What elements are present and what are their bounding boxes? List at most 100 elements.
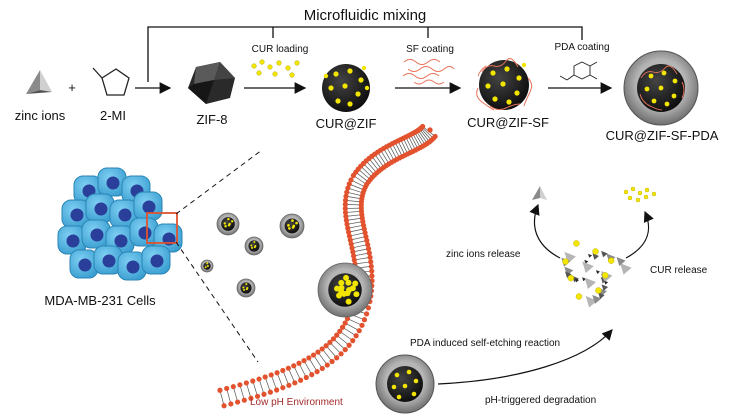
cell-nucleus bbox=[78, 258, 92, 272]
lipid-head bbox=[343, 217, 350, 223]
lipid-tail bbox=[313, 354, 323, 369]
lipid-head bbox=[342, 209, 349, 216]
lipid-tail bbox=[405, 136, 414, 152]
lipid-head bbox=[243, 380, 249, 386]
lipid-head bbox=[224, 385, 230, 392]
curcumin-dot bbox=[206, 265, 209, 267]
lipid-tail bbox=[349, 183, 365, 191]
lipid-tail bbox=[345, 204, 362, 206]
lipid-head bbox=[280, 367, 286, 374]
lipid-tail bbox=[239, 384, 245, 401]
lipid-head bbox=[363, 311, 370, 317]
lipid-tail bbox=[325, 345, 337, 358]
cell-nucleus bbox=[126, 260, 140, 274]
lipid-head bbox=[324, 362, 330, 368]
particle-fragment bbox=[585, 296, 598, 308]
lipid-tail bbox=[397, 140, 406, 156]
cur-release-arrow bbox=[625, 210, 654, 259]
lipid-head bbox=[342, 197, 349, 203]
lipid-head bbox=[339, 324, 346, 330]
lipid-head bbox=[301, 358, 307, 364]
curcumin-dot bbox=[245, 288, 248, 291]
particle-fragment bbox=[575, 278, 580, 283]
lipid-tail bbox=[336, 334, 350, 346]
lipid-head bbox=[356, 328, 362, 334]
lipid-head bbox=[309, 372, 315, 378]
particle-fragment bbox=[592, 294, 602, 304]
lipid-head bbox=[241, 397, 247, 403]
degradation-arrow bbox=[437, 329, 613, 385]
particle-fragment bbox=[616, 257, 626, 267]
particle-fragment bbox=[588, 253, 593, 258]
lipid-head bbox=[346, 342, 352, 348]
lipid-head bbox=[230, 384, 236, 390]
lipid-head bbox=[344, 221, 350, 227]
particle-fragment bbox=[565, 271, 572, 279]
lipid-head bbox=[314, 369, 320, 375]
curcumin-dot bbox=[251, 246, 254, 249]
lipid-head bbox=[217, 387, 223, 393]
cell-nucleus bbox=[142, 200, 156, 214]
lipid-tail bbox=[345, 199, 362, 203]
2mi-label: 2-MI bbox=[100, 108, 126, 123]
curcumin-dot bbox=[338, 284, 345, 291]
lipid-head bbox=[334, 332, 340, 338]
lipid-tail bbox=[345, 211, 362, 213]
lipid-tail bbox=[347, 224, 364, 229]
lipid-tail bbox=[412, 133, 421, 148]
lipid-tail bbox=[349, 232, 366, 237]
lipid-tail bbox=[219, 390, 225, 406]
cur-zif-sf-particle bbox=[476, 58, 533, 111]
lipid-tail bbox=[417, 130, 428, 144]
lipid-head bbox=[235, 399, 241, 405]
lipid-tail bbox=[226, 388, 232, 405]
lipid-head bbox=[348, 241, 354, 247]
lipid-head bbox=[359, 322, 365, 328]
lipid-head bbox=[346, 233, 353, 239]
lipid-tail bbox=[252, 380, 258, 397]
lipid-tail bbox=[346, 217, 363, 221]
released-curcumin-icon bbox=[623, 186, 657, 203]
lipid-head bbox=[315, 349, 321, 355]
lipid-head bbox=[248, 395, 254, 401]
lipid-tail bbox=[345, 214, 362, 217]
lipid-tail bbox=[407, 135, 416, 151]
curcumin-dot bbox=[345, 279, 352, 286]
lipid-head bbox=[365, 305, 372, 311]
particle-fragment bbox=[598, 292, 605, 300]
lipid-tail bbox=[386, 146, 395, 161]
curcumin-dots-icon bbox=[251, 59, 300, 78]
lipid-tail bbox=[348, 228, 365, 233]
lipid-head bbox=[350, 249, 356, 255]
lipid-head bbox=[343, 193, 349, 199]
lipid-head bbox=[368, 259, 374, 265]
lipid-head bbox=[345, 185, 351, 191]
curcumin-dot bbox=[224, 225, 227, 228]
lipid-head bbox=[329, 358, 335, 365]
lipid-head bbox=[280, 385, 286, 391]
lipid-tail bbox=[346, 221, 363, 225]
curcumin-dot bbox=[562, 258, 569, 265]
lipid-tail bbox=[380, 150, 390, 165]
lipid-tail bbox=[363, 163, 375, 176]
curcumin-dot bbox=[353, 291, 360, 298]
lipid-head bbox=[345, 225, 351, 231]
lipid-tail bbox=[360, 165, 373, 178]
self-etching-label: PDA induced self-etching reaction bbox=[410, 338, 560, 349]
lipid-tail bbox=[303, 360, 313, 375]
lipid-head bbox=[268, 372, 274, 378]
cur-loading-label: CUR loading bbox=[252, 44, 309, 55]
plus-sign: + bbox=[68, 80, 76, 95]
lipid-tail bbox=[347, 187, 364, 194]
cell-nucleus bbox=[114, 234, 128, 248]
lipid-tail bbox=[410, 134, 419, 149]
lipid-head bbox=[256, 376, 262, 382]
lipid-head bbox=[267, 389, 273, 395]
lipid-tail bbox=[264, 376, 271, 393]
lipid-tail bbox=[288, 368, 296, 383]
lipid-head bbox=[363, 233, 369, 240]
cell-nucleus bbox=[118, 208, 132, 222]
lipid-tail bbox=[421, 127, 434, 139]
curcumin-dot bbox=[601, 272, 609, 279]
particle-fragment bbox=[584, 259, 589, 264]
